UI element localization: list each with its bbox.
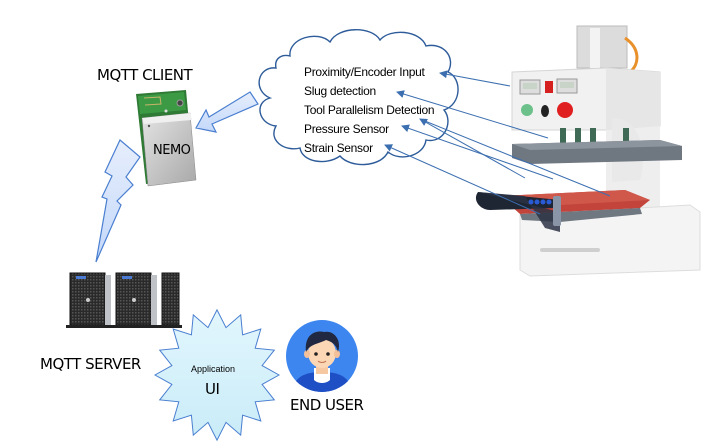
heat-press-machine-image bbox=[475, 25, 701, 277]
server-rack-image bbox=[66, 272, 182, 328]
end-user-label: END USER bbox=[290, 396, 364, 414]
connector-strain bbox=[384, 144, 541, 215]
end-user-avatar bbox=[286, 320, 358, 392]
mqtt-server-label: MQTT SERVER bbox=[40, 355, 141, 373]
sensor-item-parallelism: Tool Parallelism Detection bbox=[304, 103, 435, 117]
sensor-list: Proximity/Encoder Input Slug detection T… bbox=[304, 63, 435, 158]
nemo-module-image bbox=[136, 90, 197, 187]
sensor-item-pressure: Pressure Sensor bbox=[304, 122, 389, 136]
sensor-item-proximity: Proximity/Encoder Input bbox=[304, 65, 425, 79]
sensor-item-strain: Strain Sensor bbox=[304, 141, 373, 155]
connector-slug bbox=[396, 90, 549, 139]
application-ui-label: UI bbox=[205, 380, 220, 398]
nemo-device-label: NEMO bbox=[153, 143, 191, 158]
connector-proximity bbox=[439, 70, 511, 87]
mqtt-client-label: MQTT CLIENT bbox=[97, 66, 193, 84]
connector-pressure bbox=[401, 124, 554, 180]
application-ui-starburst bbox=[153, 308, 281, 442]
sensor-connector-lines bbox=[384, 70, 611, 215]
connector-parallelism bbox=[419, 118, 526, 179]
connector-parallelism-2 bbox=[419, 118, 611, 197]
lightning-bolt-icon bbox=[95, 139, 141, 263]
application-small-label: Application bbox=[191, 364, 236, 374]
sensor-item-slug: Slug detection bbox=[304, 84, 376, 98]
cloud-to-client-arrow bbox=[195, 91, 259, 133]
